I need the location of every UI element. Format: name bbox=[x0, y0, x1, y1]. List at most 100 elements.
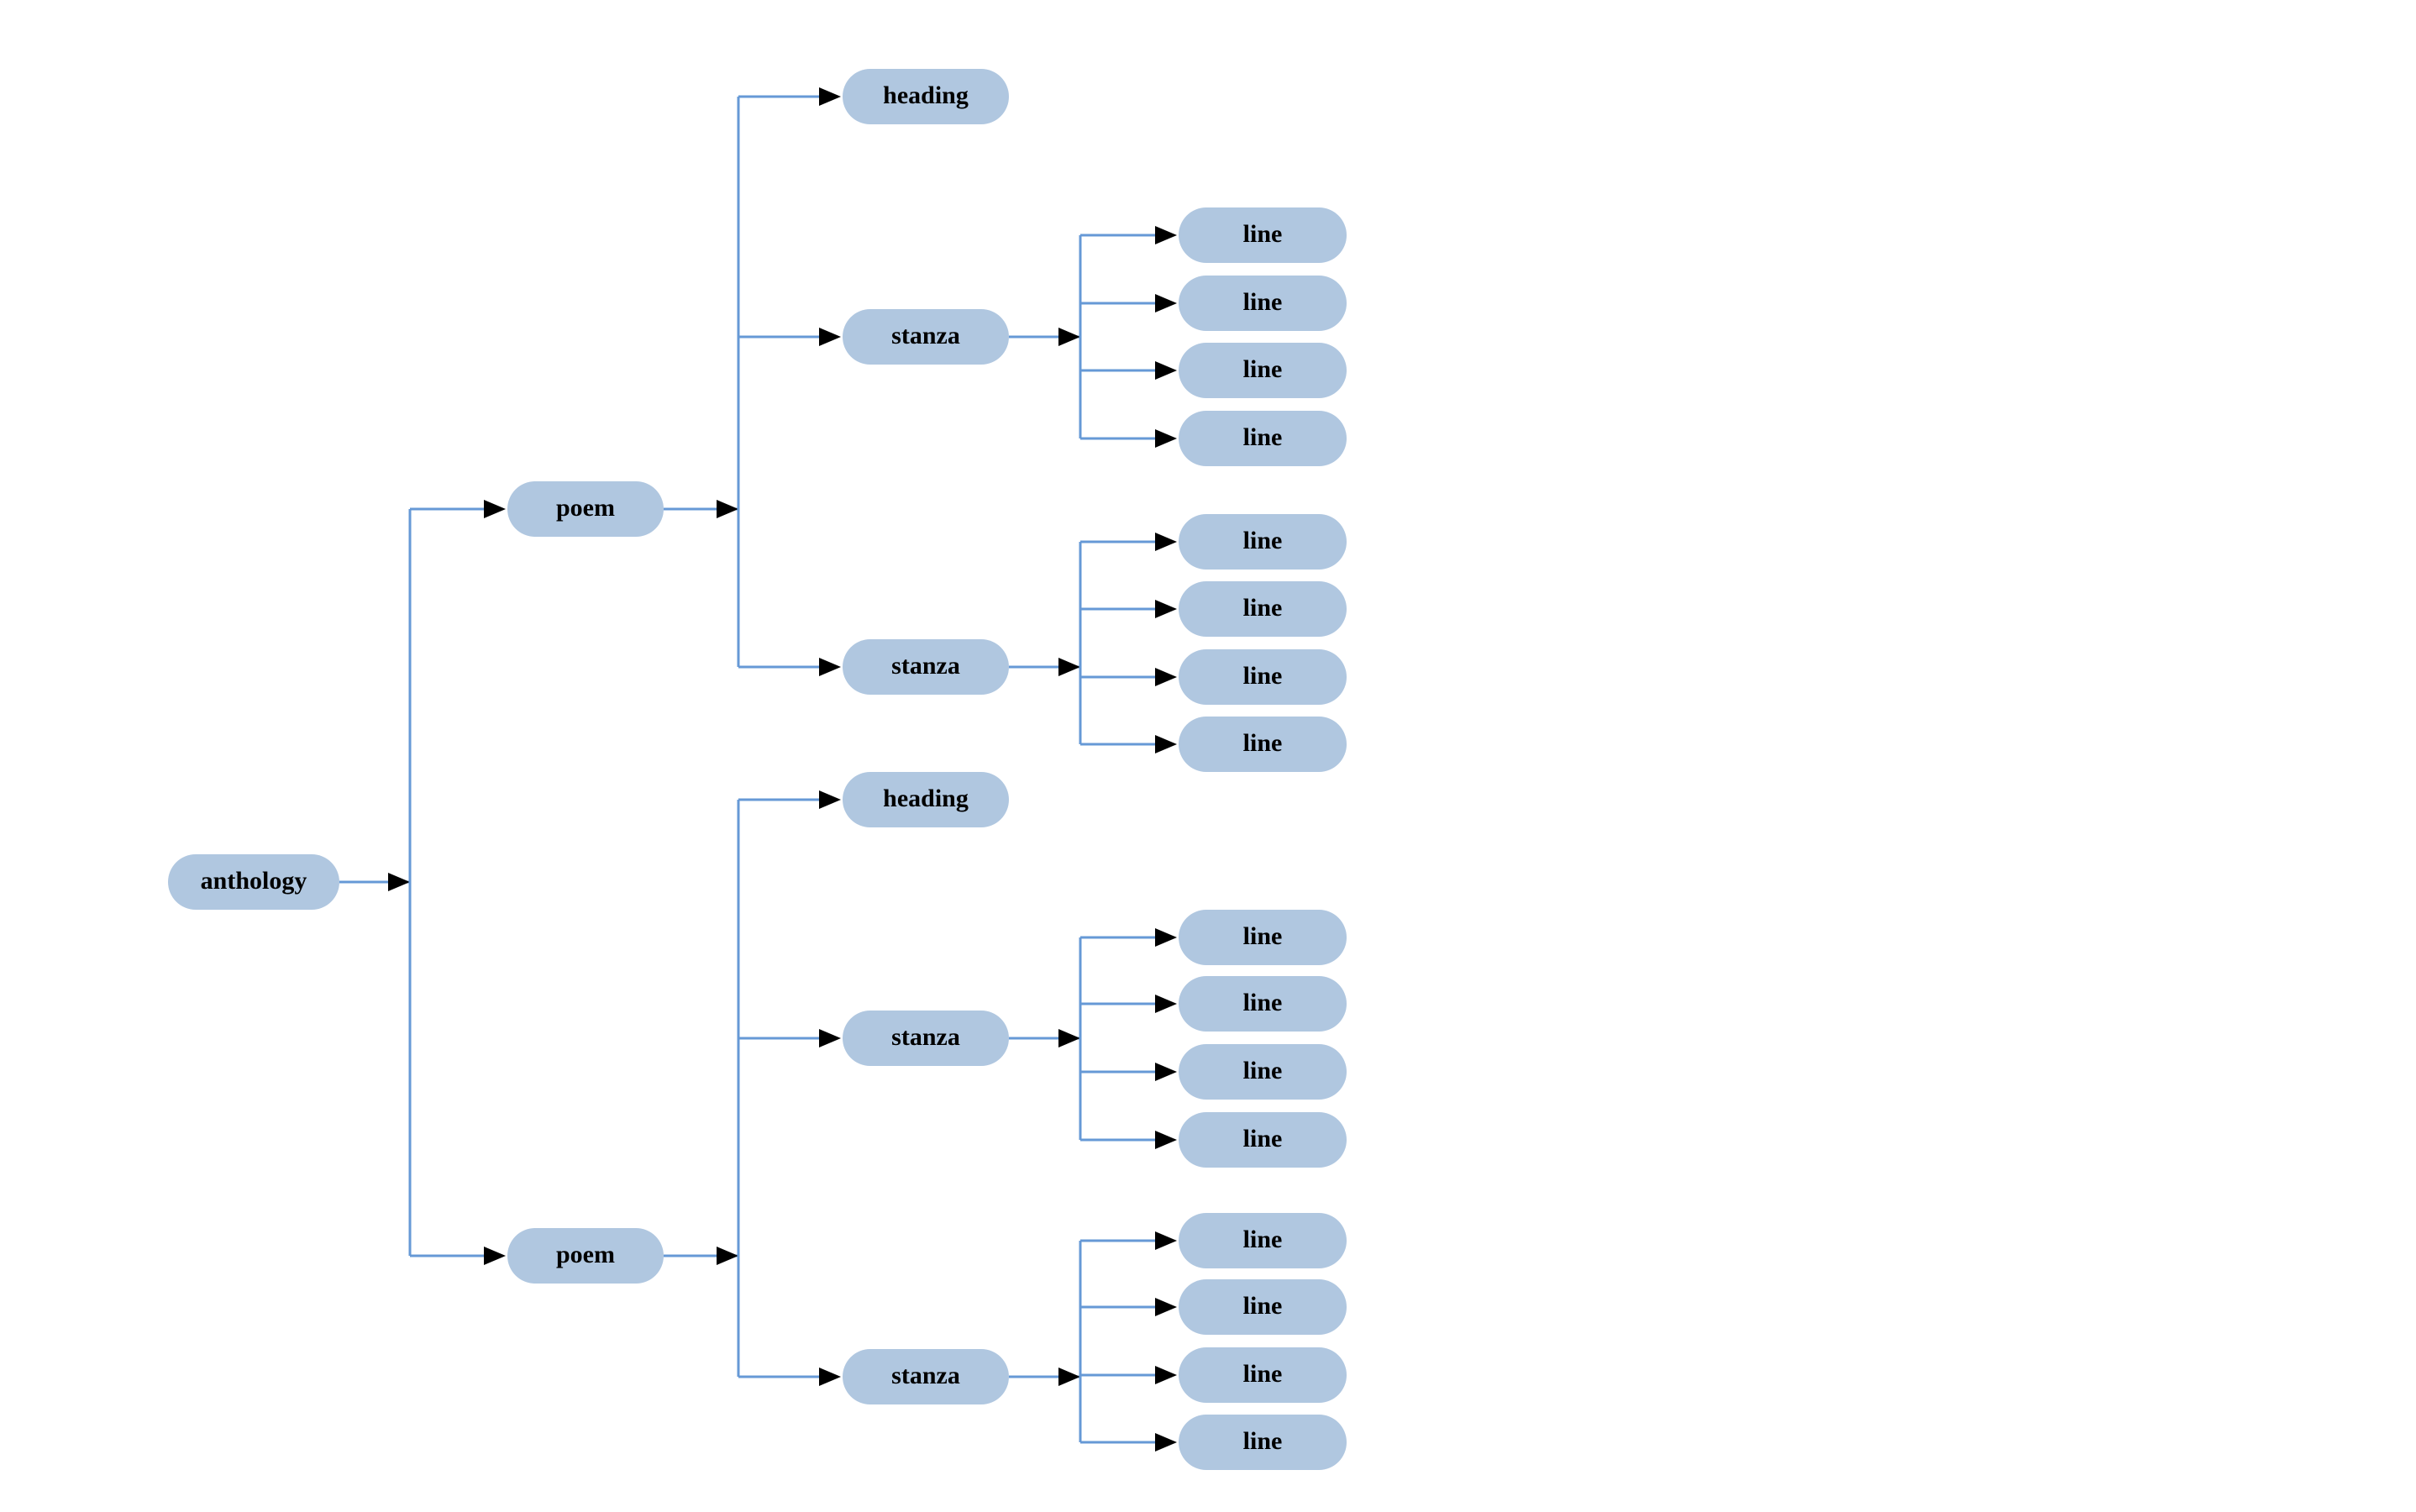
arrow-head-in-p1s2l4 bbox=[1155, 735, 1177, 753]
node-poem1[interactable]: poem bbox=[507, 481, 664, 537]
node-label-p1s1l1: line bbox=[1243, 220, 1283, 248]
node-label-stanza1: stanza bbox=[891, 322, 960, 349]
arrow-head-in-p2s1l2 bbox=[1155, 995, 1177, 1013]
arrow-head-out-anthology bbox=[388, 873, 410, 891]
node-shape-p1s1l4[interactable] bbox=[1179, 411, 1347, 466]
node-label-p1s2l1: line bbox=[1243, 527, 1283, 554]
node-label-p1s1l3: line bbox=[1243, 355, 1283, 383]
node-label-anthology: anthology bbox=[201, 867, 307, 895]
node-label-p2s1l2: line bbox=[1243, 989, 1283, 1016]
node-shape-p1s2l2[interactable] bbox=[1179, 581, 1347, 637]
arrow-head-in-p2s1l1 bbox=[1155, 928, 1177, 947]
node-label-p1s1l4: line bbox=[1243, 423, 1283, 451]
node-p1s1l2[interactable]: line bbox=[1179, 276, 1347, 331]
node-label-poem2: poem bbox=[556, 1241, 615, 1268]
node-stanza4[interactable]: stanza bbox=[843, 1349, 1009, 1404]
node-stanza2[interactable]: stanza bbox=[843, 639, 1009, 695]
arrow-head-in-p2s1l3 bbox=[1155, 1063, 1177, 1081]
arrow-head-in-p1s2l1 bbox=[1155, 533, 1177, 551]
node-label-stanza2: stanza bbox=[891, 652, 960, 680]
node-shape-stanza2[interactable] bbox=[843, 639, 1009, 695]
node-shape-p2s1l3[interactable] bbox=[1179, 1044, 1347, 1100]
arrow-head-out-stanza1 bbox=[1058, 328, 1080, 346]
arrow-head-in-stanza1 bbox=[819, 328, 841, 346]
node-label-p1s2l4: line bbox=[1243, 729, 1283, 757]
node-shape-p2s2l2[interactable] bbox=[1179, 1279, 1347, 1335]
node-shape-p2s1l4[interactable] bbox=[1179, 1112, 1347, 1168]
node-shape-stanza1[interactable] bbox=[843, 309, 1009, 365]
node-shape-heading2[interactable] bbox=[843, 772, 1009, 827]
node-p2s1l4[interactable]: line bbox=[1179, 1112, 1347, 1168]
arrow-head-in-p1s1l2 bbox=[1155, 294, 1177, 312]
node-label-p2s2l2: line bbox=[1243, 1292, 1283, 1320]
node-shape-p1s1l1[interactable] bbox=[1179, 207, 1347, 263]
node-p1s2l3[interactable]: line bbox=[1179, 649, 1347, 705]
arrow-head-in-p2s1l4 bbox=[1155, 1131, 1177, 1149]
node-label-p1s2l3: line bbox=[1243, 662, 1283, 690]
arrow-head-in-p1s2l3 bbox=[1155, 668, 1177, 686]
node-shape-poem2[interactable] bbox=[507, 1228, 664, 1284]
node-shape-p1s1l2[interactable] bbox=[1179, 276, 1347, 331]
node-shape-p2s1l1[interactable] bbox=[1179, 910, 1347, 965]
node-label-p2s1l1: line bbox=[1243, 922, 1283, 950]
node-shape-p1s2l4[interactable] bbox=[1179, 717, 1347, 772]
node-shape-p1s2l1[interactable] bbox=[1179, 514, 1347, 570]
node-shape-heading1[interactable] bbox=[843, 69, 1009, 124]
node-label-p2s2l1: line bbox=[1243, 1226, 1283, 1253]
node-p1s2l1[interactable]: line bbox=[1179, 514, 1347, 570]
node-p2s1l2[interactable]: line bbox=[1179, 976, 1347, 1032]
node-label-p2s1l3: line bbox=[1243, 1057, 1283, 1084]
node-poem2[interactable]: poem bbox=[507, 1228, 664, 1284]
arrow-head-out-poem2 bbox=[717, 1247, 738, 1265]
node-p1s1l1[interactable]: line bbox=[1179, 207, 1347, 263]
arrow-head-in-p2s2l2 bbox=[1155, 1298, 1177, 1316]
node-shape-p2s2l1[interactable] bbox=[1179, 1213, 1347, 1268]
node-p1s1l3[interactable]: line bbox=[1179, 343, 1347, 398]
arrow-head-in-p2s2l4 bbox=[1155, 1433, 1177, 1452]
node-heading1[interactable]: heading bbox=[843, 69, 1009, 124]
arrow-head-out-poem1 bbox=[717, 500, 738, 518]
node-label-p1s1l2: line bbox=[1243, 288, 1283, 316]
arrow-head-in-p2s2l1 bbox=[1155, 1231, 1177, 1250]
node-p2s1l3[interactable]: line bbox=[1179, 1044, 1347, 1100]
node-p1s1l4[interactable]: line bbox=[1179, 411, 1347, 466]
arrow-head-in-heading1 bbox=[819, 87, 841, 106]
node-p2s1l1[interactable]: line bbox=[1179, 910, 1347, 965]
node-stanza3[interactable]: stanza bbox=[843, 1011, 1009, 1066]
arrow-head-in-heading2 bbox=[819, 790, 841, 809]
node-p2s2l4[interactable]: line bbox=[1179, 1415, 1347, 1470]
arrow-head-in-stanza2 bbox=[819, 658, 841, 676]
node-label-stanza4: stanza bbox=[891, 1362, 960, 1389]
node-anthology[interactable]: anthology bbox=[168, 854, 339, 910]
arrow-head-in-p1s1l1 bbox=[1155, 226, 1177, 244]
node-label-p1s2l2: line bbox=[1243, 594, 1283, 622]
node-label-p2s1l4: line bbox=[1243, 1125, 1283, 1152]
arrow-head-in-poem1 bbox=[484, 500, 506, 518]
edges-layer bbox=[339, 87, 1177, 1452]
arrow-head-in-p1s1l4 bbox=[1155, 429, 1177, 448]
node-shape-p2s2l4[interactable] bbox=[1179, 1415, 1347, 1470]
node-label-heading2: heading bbox=[883, 785, 969, 812]
node-shape-p2s2l3[interactable] bbox=[1179, 1347, 1347, 1403]
node-p1s2l2[interactable]: line bbox=[1179, 581, 1347, 637]
node-p1s2l4[interactable]: line bbox=[1179, 717, 1347, 772]
node-p2s2l2[interactable]: line bbox=[1179, 1279, 1347, 1335]
node-p2s2l3[interactable]: line bbox=[1179, 1347, 1347, 1403]
arrow-head-in-p2s2l3 bbox=[1155, 1366, 1177, 1384]
node-shape-poem1[interactable] bbox=[507, 481, 664, 537]
node-shape-p1s1l3[interactable] bbox=[1179, 343, 1347, 398]
arrow-head-out-stanza3 bbox=[1058, 1029, 1080, 1047]
node-shape-p1s2l3[interactable] bbox=[1179, 649, 1347, 705]
arrow-head-out-stanza2 bbox=[1058, 658, 1080, 676]
node-shape-stanza4[interactable] bbox=[843, 1349, 1009, 1404]
node-p2s2l1[interactable]: line bbox=[1179, 1213, 1347, 1268]
node-label-p2s2l3: line bbox=[1243, 1360, 1283, 1388]
node-shape-stanza3[interactable] bbox=[843, 1011, 1009, 1066]
arrow-head-in-p1s1l3 bbox=[1155, 361, 1177, 380]
node-label-heading1: heading bbox=[883, 81, 969, 109]
node-shape-p2s1l2[interactable] bbox=[1179, 976, 1347, 1032]
node-heading2[interactable]: heading bbox=[843, 772, 1009, 827]
node-shape-anthology[interactable] bbox=[168, 854, 339, 910]
node-stanza1[interactable]: stanza bbox=[843, 309, 1009, 365]
